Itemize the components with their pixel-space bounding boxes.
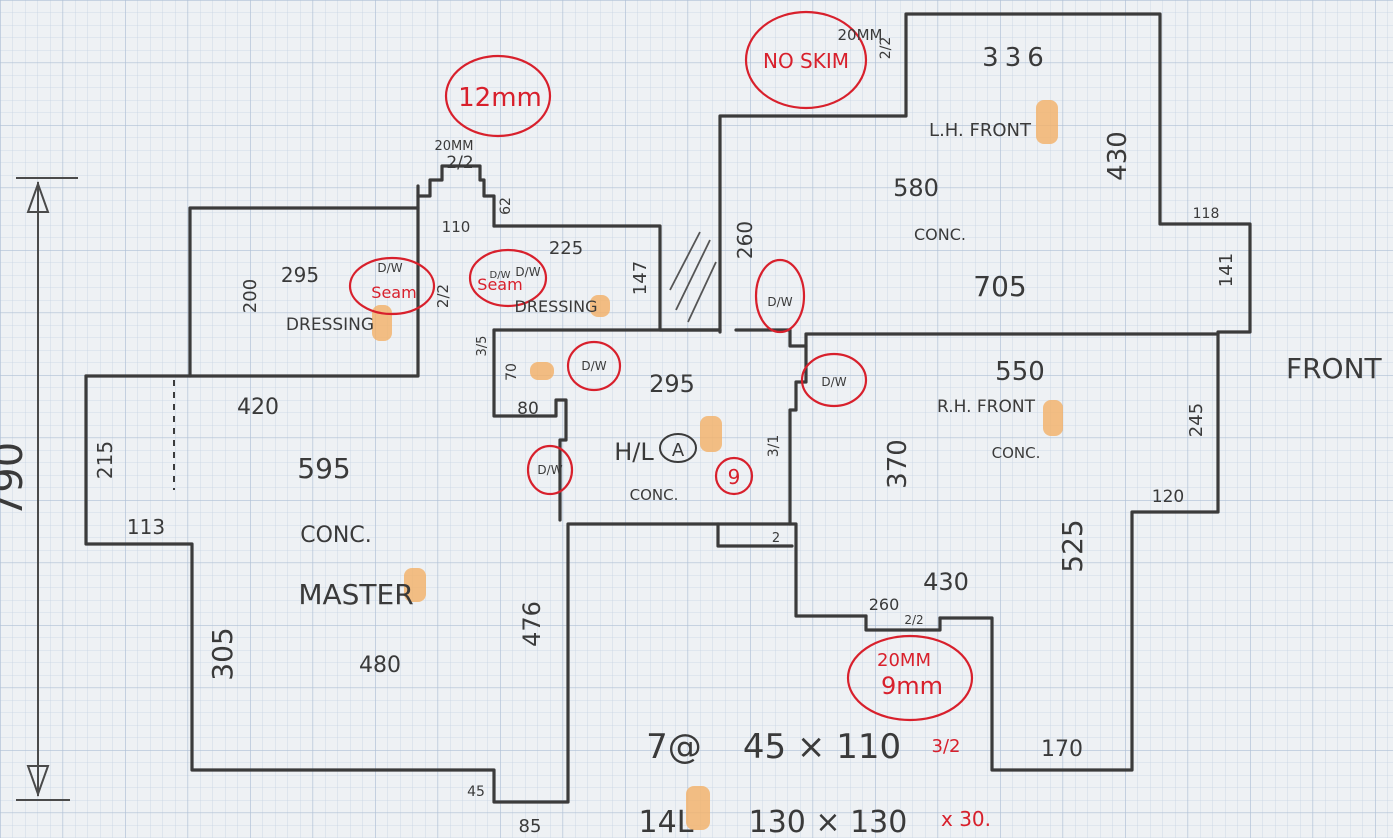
closet-dim-c: 3/5 xyxy=(475,336,490,357)
hall-badge: A xyxy=(672,440,685,461)
master-width-bottom: 480 xyxy=(359,653,401,678)
note-12mm: 12mm xyxy=(458,83,542,113)
door-width-label: 2/2 xyxy=(434,284,452,308)
highlighter-marks xyxy=(372,100,1063,830)
master-width-top: 420 xyxy=(237,395,279,420)
door-mark: D/W xyxy=(767,295,792,309)
master-left-lower: 305 xyxy=(206,627,239,680)
master-area: 595 xyxy=(297,452,350,485)
hall-side: 3/1 xyxy=(766,435,782,458)
dressing-right-name: DRESSING xyxy=(515,297,598,316)
lh-front-bottom: 705 xyxy=(973,270,1026,303)
lh-front-floor: CONC. xyxy=(914,225,966,244)
overall-height-label: 790 xyxy=(0,442,32,518)
closet-dim-b: 80 xyxy=(517,399,539,419)
rh-front-foot: 170 xyxy=(1041,737,1083,762)
rh-front-entry-w: 2/2 xyxy=(904,613,923,627)
door-mark: D/W xyxy=(490,270,511,281)
rh-front-right: 245 xyxy=(1186,403,1207,437)
note-seam-right: Seam xyxy=(477,275,522,294)
closet-dim-a: 70 xyxy=(504,363,520,381)
door-marks: D/W D/W D/W D/W D/W D/W D/W xyxy=(377,261,846,477)
door-mark: D/W xyxy=(515,265,540,279)
note-nine: 9 xyxy=(728,465,741,489)
lh-front-name: L.H. FRONT xyxy=(929,120,1032,141)
rh-front-left: 370 xyxy=(883,439,913,489)
stair-side-label: 62 xyxy=(498,197,514,215)
hall-floor: CONC. xyxy=(630,486,679,504)
door-mark: D/W xyxy=(377,261,402,275)
master-name: MASTER xyxy=(298,578,413,611)
stair-step-label: 2/2 xyxy=(446,153,473,173)
stair-width-label: 110 xyxy=(442,218,471,236)
door-mark: D/W xyxy=(821,375,846,389)
master-right: 476 xyxy=(518,601,546,647)
master-floor: CONC. xyxy=(300,523,372,548)
note-line2-size: 130 × 130 xyxy=(749,805,908,838)
red-circles xyxy=(348,10,974,722)
note-20mm: 20MM xyxy=(877,650,931,671)
master-step: 113 xyxy=(127,515,165,539)
rh-front-name: R.H. FRONT xyxy=(937,397,1036,417)
plan-walls xyxy=(84,12,1252,804)
lh-front-top: 336 xyxy=(982,43,1050,73)
master-left-upper: 215 xyxy=(93,441,117,479)
lh-front-mid: 580 xyxy=(893,174,939,202)
rh-front-entry: 260 xyxy=(869,595,900,614)
note-3-2: 3/2 xyxy=(932,736,961,757)
front-label: FRONT xyxy=(1286,352,1383,385)
note-line1-size: 45 × 110 xyxy=(743,727,901,767)
rh-front-bottom: 430 xyxy=(923,568,969,596)
dressing-left-name: DRESSING xyxy=(286,315,374,335)
dressing-right-width: 225 xyxy=(549,238,583,259)
dressing-left-width: 295 xyxy=(281,263,319,287)
lh-front-top-step: 20MM xyxy=(838,26,883,44)
hall-width: 295 xyxy=(649,370,695,398)
hall-name: H/L xyxy=(614,438,654,466)
rh-front-notch: 120 xyxy=(1152,487,1184,507)
lh-front-notch-height: 141 xyxy=(1216,253,1237,287)
lh-front-step-w: 2/2 xyxy=(878,37,894,60)
lh-front-notch: 118 xyxy=(1193,206,1220,222)
note-no-skim: NO SKIM xyxy=(763,49,849,73)
note-line1-qty: 7@ xyxy=(646,727,702,767)
hall-height: 260 xyxy=(733,221,757,259)
dressing-left-height: 200 xyxy=(240,279,261,313)
door-mark: D/W xyxy=(537,463,562,477)
note-line2-qty: 14L xyxy=(639,805,694,838)
overall-dimension-line xyxy=(16,177,78,801)
stair-mm-label: 20MM xyxy=(435,139,474,154)
dressing-right-height: 147 xyxy=(630,261,651,295)
note-x30: x 30. xyxy=(941,807,991,831)
master-corner-a: 45 xyxy=(467,784,485,800)
rh-front-top: 550 xyxy=(995,357,1045,387)
door-mark: D/W xyxy=(581,359,606,373)
master-corner-b: 85 xyxy=(519,816,542,837)
lh-front-right: 430 xyxy=(1103,131,1133,181)
note-9mm: 9mm xyxy=(881,672,943,700)
rh-front-right-lower: 525 xyxy=(1056,519,1089,572)
note-seam-left: Seam xyxy=(371,283,416,302)
rh-front-floor: CONC. xyxy=(992,444,1041,462)
hall-step: 2 xyxy=(772,531,780,546)
